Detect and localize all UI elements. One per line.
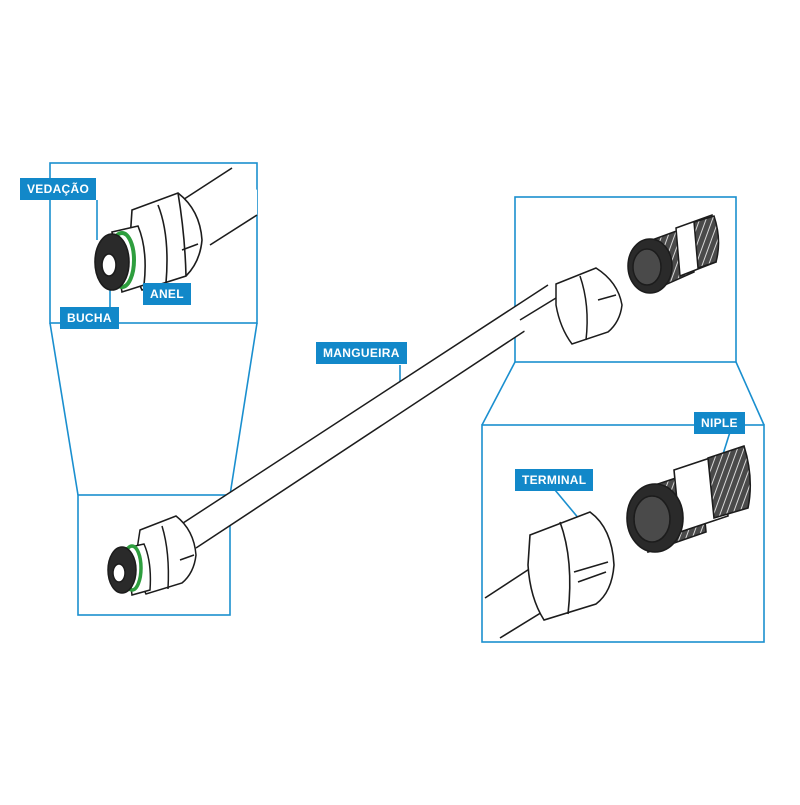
terminal-nut-icon: [527, 511, 615, 621]
niple-large: [626, 444, 752, 554]
label-mangueira: MANGUEIRA: [316, 342, 407, 364]
zoom-fitting-top: [94, 167, 258, 294]
frame-bottom-left: [77, 494, 231, 616]
label-niple: NIPLE: [694, 412, 745, 434]
frame-top-left: [49, 162, 258, 324]
label-terminal: TERMINAL: [515, 469, 594, 491]
zoom-terminal-bottom: [484, 511, 615, 640]
hose-icon: [179, 284, 565, 549]
callout-frames: [49, 162, 765, 643]
zoom-fitting-bottom: [107, 515, 197, 596]
niple-icon: [627, 213, 720, 294]
label-bucha: BUCHA: [60, 307, 119, 329]
label-anel: ANEL: [143, 283, 191, 305]
frame-bottom-right: [481, 424, 765, 643]
label-vedacao: VEDAÇÃO: [20, 178, 97, 200]
zoom-terminal-top: [519, 267, 623, 345]
frame-top-right: [514, 196, 737, 363]
